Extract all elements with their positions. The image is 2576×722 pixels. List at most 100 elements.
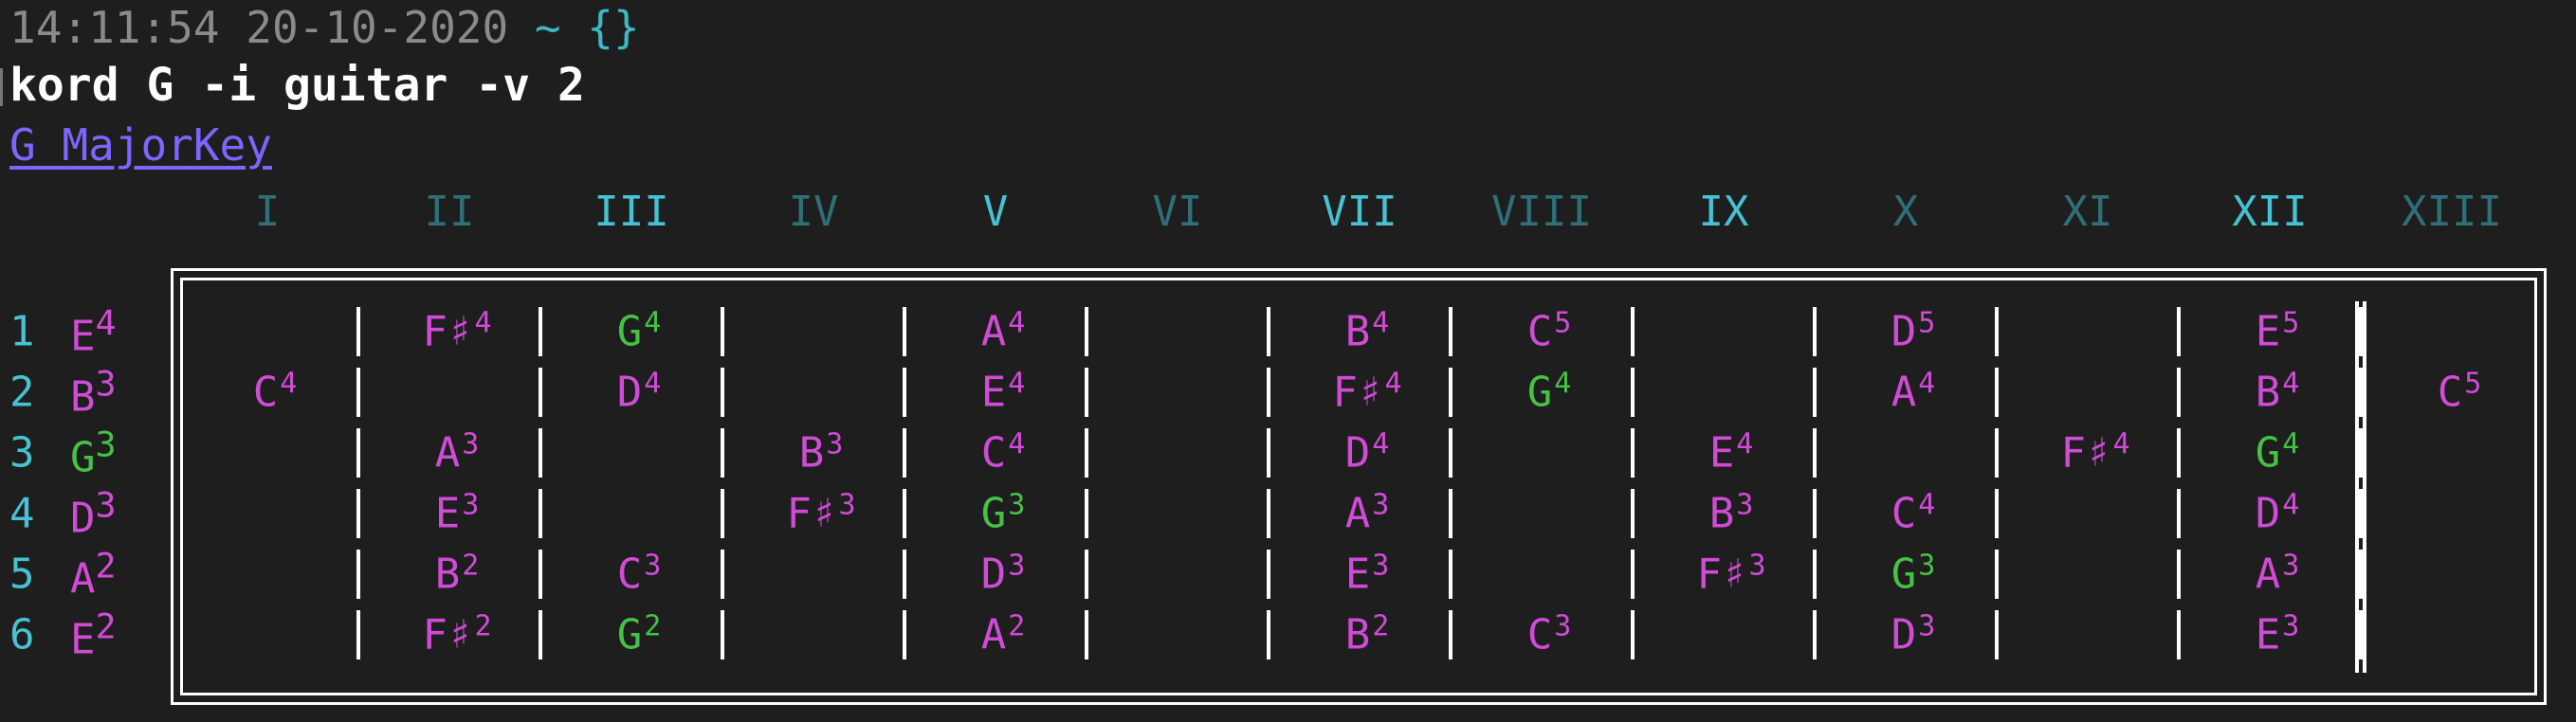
note-name: E xyxy=(2255,307,2281,356)
note-name: F♯ xyxy=(2060,428,2111,478)
key-link[interactable]: G MajorKey xyxy=(9,119,272,171)
note-name: A xyxy=(1344,489,1371,538)
fret-line xyxy=(2359,550,2363,599)
fret-note: F♯4 xyxy=(422,306,492,356)
note-octave: 4 xyxy=(1384,367,1402,401)
fret-line xyxy=(1267,428,1270,478)
note-name: B xyxy=(1708,489,1735,538)
fret-numeral-iii: III xyxy=(594,188,669,236)
note-name: D xyxy=(616,368,643,417)
fret-line xyxy=(903,307,906,356)
note-octave: 3 xyxy=(95,484,117,526)
end-bar-line-left xyxy=(2355,301,2359,673)
fret-line xyxy=(356,550,360,599)
note-name: D xyxy=(2255,489,2281,538)
fret-line xyxy=(903,428,906,478)
note-octave: 4 xyxy=(1008,427,1026,461)
note-octave: 3 xyxy=(462,427,480,461)
note-name: E xyxy=(70,615,96,664)
note-name: A xyxy=(434,428,461,478)
note-name: B xyxy=(2255,368,2281,417)
note-octave: 4 xyxy=(1736,427,1754,461)
note-octave: 4 xyxy=(2112,427,2130,461)
fret-note: B4 xyxy=(2255,368,2300,417)
note-octave: 4 xyxy=(1008,306,1026,340)
prompt-timestamp-line: 14:11:54 20-10-2020 ~ {} xyxy=(9,6,640,49)
fret-line xyxy=(2177,428,2181,478)
note-octave: 5 xyxy=(2464,367,2482,401)
fret-note: A3 xyxy=(1344,488,1390,538)
note-name: E xyxy=(980,368,1007,417)
fret-line xyxy=(903,489,906,538)
note-octave: 2 xyxy=(644,609,662,643)
note-octave: 3 xyxy=(1918,549,1936,583)
note-name: F♯ xyxy=(1332,368,1383,417)
fret-line xyxy=(1813,428,1817,478)
fret-line xyxy=(1995,489,1999,538)
note-octave: 2 xyxy=(1372,609,1390,643)
fret-note: F♯4 xyxy=(2060,427,2130,478)
fret-line xyxy=(2177,307,2181,356)
note-name: C xyxy=(1526,307,1553,356)
fret-note: G3 xyxy=(1891,549,1936,599)
fret-note: E5 xyxy=(2255,307,2300,356)
open-string-note: A2 xyxy=(70,546,117,604)
command-line[interactable]: kord G -i guitar -v 2 xyxy=(9,59,585,112)
note-name: E xyxy=(70,312,96,361)
fret-note: D4 xyxy=(2255,489,2300,538)
fret-note: A4 xyxy=(1891,368,1936,417)
fret-line xyxy=(2359,368,2363,417)
fret-note: C5 xyxy=(1526,306,1572,356)
note-octave: 5 xyxy=(1918,306,1936,340)
timestamp: 14:11:54 20-10-2020 xyxy=(9,2,509,53)
fret-numeral-ii: II xyxy=(424,188,475,236)
fret-note: A2 xyxy=(981,609,1026,659)
note-name: G xyxy=(980,489,1007,538)
string-number: 2 xyxy=(9,368,35,417)
fret-line xyxy=(1813,307,1817,356)
fret-numeral-viii: VIII xyxy=(1491,188,1592,236)
fret-line xyxy=(1085,368,1088,417)
fret-note: G3 xyxy=(980,489,1026,538)
note-name: G xyxy=(616,610,643,659)
fret-note: A3 xyxy=(434,427,480,478)
fret-line xyxy=(539,368,542,417)
note-octave: 3 xyxy=(1736,488,1754,522)
note-octave: 3 xyxy=(838,488,856,522)
note-name: G xyxy=(70,433,96,482)
fret-line xyxy=(1449,368,1452,417)
note-octave: 2 xyxy=(1008,609,1026,643)
note-octave: 3 xyxy=(1372,488,1390,522)
fret-note: A3 xyxy=(2256,549,2300,599)
fret-note: F♯3 xyxy=(786,488,856,538)
fret-note: B4 xyxy=(1345,306,1390,356)
fret-line xyxy=(1085,428,1088,478)
note-name: C xyxy=(1526,610,1553,659)
fret-note: A4 xyxy=(981,306,1026,356)
fretboard-inner-border xyxy=(180,278,2537,695)
fret-line xyxy=(721,550,724,599)
fret-line xyxy=(1085,610,1088,659)
note-octave: 3 xyxy=(1372,549,1390,583)
note-octave: 3 xyxy=(1748,549,1766,583)
fret-numeral-vi: VI xyxy=(1152,188,1203,236)
fret-line xyxy=(1085,307,1088,356)
note-octave: 4 xyxy=(1372,306,1390,340)
fret-line xyxy=(1085,489,1088,538)
note-name: E xyxy=(434,489,461,538)
fret-note: G4 xyxy=(2256,428,2300,478)
fret-note: C5 xyxy=(2438,367,2482,417)
fret-line xyxy=(1631,368,1635,417)
fret-line xyxy=(721,489,724,538)
open-string-note: E2 xyxy=(70,606,117,664)
fret-line xyxy=(1631,550,1635,599)
fret-note: E4 xyxy=(980,368,1026,417)
note-octave: 3 xyxy=(2282,549,2300,583)
fret-note: C4 xyxy=(253,368,298,417)
fret-line xyxy=(1449,550,1452,599)
note-octave: 4 xyxy=(474,306,492,340)
fret-note: E3 xyxy=(434,489,480,538)
note-name: C xyxy=(1891,489,1917,538)
note-octave: 5 xyxy=(1554,306,1572,340)
fret-line xyxy=(356,307,360,356)
